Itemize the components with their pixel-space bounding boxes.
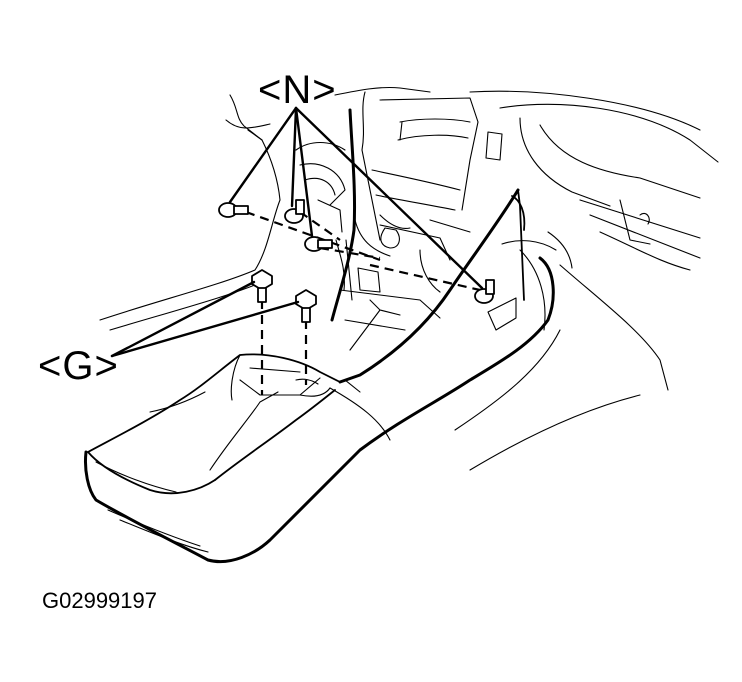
rear-console-box xyxy=(84,256,555,564)
center-stack xyxy=(295,91,503,351)
callout-label-g: <G> xyxy=(38,344,119,388)
g-alignment-lines xyxy=(260,300,308,395)
callout-label-n: <N> xyxy=(258,68,337,112)
bolt-1 xyxy=(251,269,273,303)
figure-code: G02999197 xyxy=(42,588,157,613)
upper-console-panel xyxy=(330,108,557,384)
clip-fastener-1 xyxy=(218,202,249,218)
n-alignment-lines xyxy=(245,210,481,292)
bolt-2 xyxy=(295,289,317,323)
left-side-panel xyxy=(99,129,281,331)
g-leader-lines xyxy=(110,280,300,358)
dashboard-outline xyxy=(225,86,719,471)
clip-fastener-3 xyxy=(304,236,333,252)
clip-fastener-2 xyxy=(284,199,305,224)
clip-fastener-4 xyxy=(474,279,495,304)
n-leader-lines xyxy=(228,106,484,290)
